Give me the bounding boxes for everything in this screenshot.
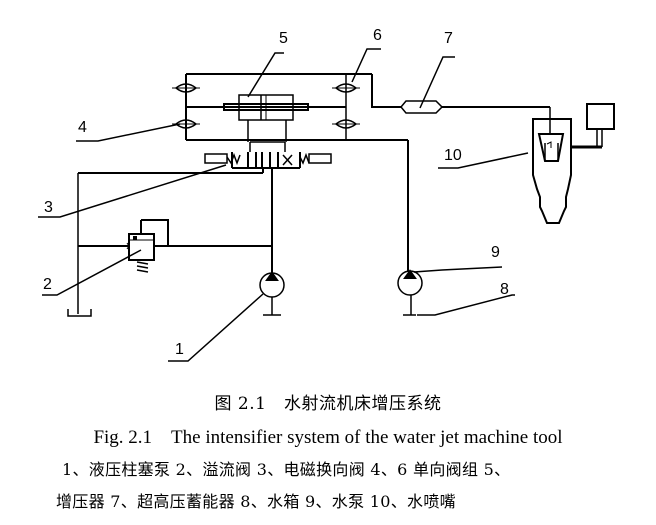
label-9: 9 xyxy=(491,244,500,261)
figure-caption-english: Fig. 2.1 The intensifier system of the w… xyxy=(93,427,563,448)
check-valve-4-top xyxy=(172,83,200,93)
intensifier-ports xyxy=(247,120,287,152)
hydraulic-circuit-diagram: 1 2 3 4 5 6 7 8 9 10 xyxy=(38,27,615,362)
label-4: 4 xyxy=(78,119,87,136)
leader-5 xyxy=(247,52,284,98)
label-10: 10 xyxy=(444,147,462,164)
leader-6 xyxy=(351,48,381,83)
leader-4 xyxy=(76,123,181,142)
label-1: 1 xyxy=(175,341,184,358)
leader-10 xyxy=(438,152,529,169)
water-nozzle-10 xyxy=(532,118,602,224)
check-valve-6-top xyxy=(332,83,360,93)
leader-3 xyxy=(38,164,227,218)
component-legend-line-2: 增压器 7、超高压蓄能器 8、水箱 9、水泵 10、水喷嘴 xyxy=(56,492,456,511)
intensifier-5 xyxy=(223,94,309,121)
leader-7 xyxy=(419,56,455,109)
check-valve-bridge-frame xyxy=(185,73,408,141)
label-3: 3 xyxy=(44,199,53,216)
leader-9 xyxy=(413,266,503,273)
label-6: 6 xyxy=(373,27,382,44)
label-7: 7 xyxy=(444,30,453,47)
pressure-line xyxy=(78,168,273,273)
accumulator-7 xyxy=(400,100,444,114)
return-line xyxy=(77,168,264,314)
leader-lines xyxy=(38,48,529,362)
relief-valve-2 xyxy=(126,219,169,273)
figure-caption-chinese: 图 2.1 水射流机床增压系统 xyxy=(214,394,442,414)
leader-8 xyxy=(417,294,515,316)
directional-valve-3 xyxy=(204,152,332,169)
reservoir-box xyxy=(586,103,615,147)
hydraulic-pump-1 xyxy=(259,271,285,316)
leader-1 xyxy=(168,293,264,362)
label-5: 5 xyxy=(279,30,288,47)
tank-left xyxy=(67,309,92,317)
water-pump-9 xyxy=(397,269,423,316)
check-valve-6-bottom xyxy=(332,119,360,129)
leader-2 xyxy=(42,249,142,296)
label-2: 2 xyxy=(43,276,52,293)
component-legend-line-1: 1、液压柱塞泵 2、溢流阀 3、电磁换向阀 4、6 单向阀组 5、 xyxy=(62,460,511,479)
label-8: 8 xyxy=(500,281,509,298)
outlet-line xyxy=(371,74,551,135)
